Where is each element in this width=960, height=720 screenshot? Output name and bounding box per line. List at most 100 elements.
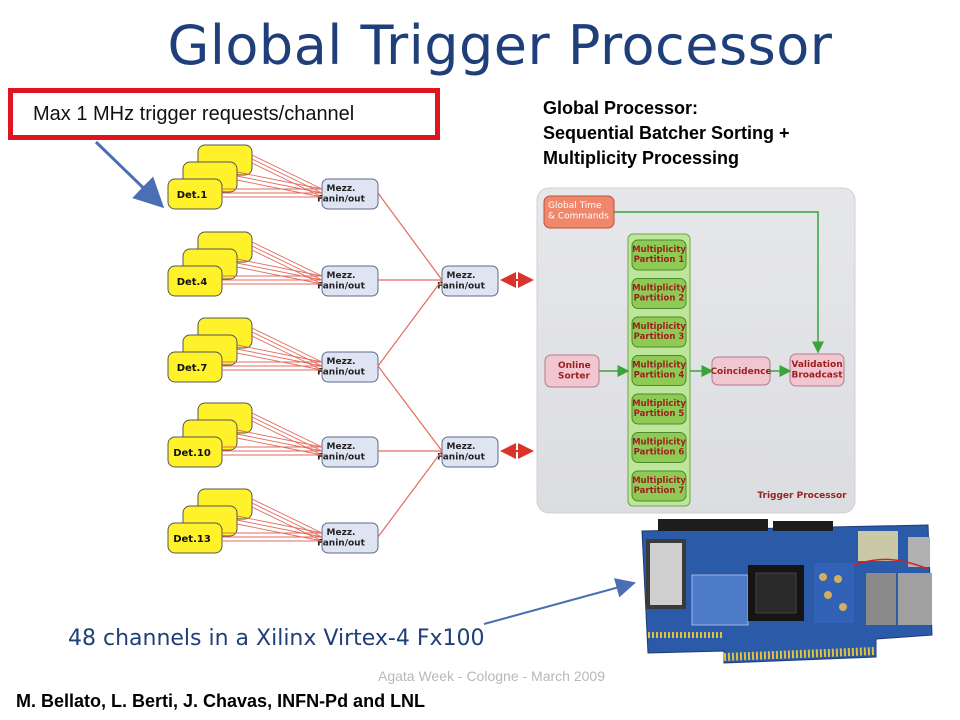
trigger-processor-caption: Trigger Processor — [757, 491, 847, 501]
mezz-box — [321, 351, 379, 383]
detector-box — [167, 436, 223, 468]
edge-det-mezz — [251, 335, 323, 371]
edge-det-mezz — [251, 154, 323, 190]
edge-det-mezz — [251, 412, 323, 448]
mezz-fanin-first-4: Mezz.Fanin/out — [317, 436, 379, 468]
global-time-label: Global Time& Commands — [548, 201, 609, 221]
edge-det-mezz — [236, 258, 323, 277]
edge-det-mezz — [251, 158, 323, 194]
detector-box — [167, 351, 223, 383]
edge-det-mezz — [236, 348, 323, 367]
mezz-fanin-first-3: Mezz.Fanin/out — [317, 351, 379, 383]
mezz-label: Mezz.Fanin/out — [317, 271, 365, 291]
detector-stack-5: Det.13 — [167, 488, 253, 554]
detector-label: Det.4 — [177, 277, 208, 288]
edge-det-mezz — [251, 241, 323, 277]
callout-text: Max 1 MHz trigger requests/channel — [33, 103, 355, 125]
partition-box — [631, 393, 687, 425]
edge-det-mezz — [251, 327, 323, 363]
xilinx-board-image — [641, 519, 933, 664]
partition-box — [631, 316, 687, 348]
edge-mezz-mezz — [377, 450, 443, 538]
edge-det-mezz — [251, 498, 323, 534]
edge-det-mezz — [236, 171, 323, 190]
mezz-label: Mezz.Fanin/out — [317, 528, 365, 548]
detector-stack-3: Det.7 — [167, 317, 253, 383]
edge-det-mezz — [236, 262, 323, 281]
global-processor-line-3: Multiplicity Processing — [543, 148, 740, 168]
global-processor-heading: Global Processor: Sequential Batcher Sor… — [543, 96, 790, 171]
mezz-fanin-first-5: Mezz.Fanin/out — [317, 522, 379, 554]
edge-det-mezz — [251, 416, 323, 452]
partition-box — [631, 355, 687, 386]
page-title: Global Trigger Processor — [167, 14, 833, 77]
edge-mezz-mezz — [377, 365, 443, 452]
callout-arrow — [94, 140, 165, 209]
edge-det-mezz — [236, 523, 323, 542]
detector-stack-1: Det.1 — [167, 144, 253, 210]
edge-det-mezz — [236, 437, 323, 456]
detector-box — [167, 178, 223, 210]
partition-box — [631, 239, 687, 271]
mezz-fanin-second-2: Mezz.Fanin/out — [437, 436, 499, 468]
callout-box: Max 1 MHz trigger requests/channel — [8, 88, 440, 140]
mezz-label: Mezz.Fanin/out — [317, 442, 365, 462]
edge-det-mezz — [251, 331, 323, 367]
edge-det-mezz — [236, 429, 323, 448]
mezz-fanin-first-2: Mezz.Fanin/out — [317, 265, 379, 297]
edge-det-mezz — [251, 245, 323, 281]
detector-box — [167, 265, 223, 297]
mezz-label: Mezz.Fanin/out — [437, 442, 485, 462]
detector-label: Det.1 — [177, 190, 208, 201]
edge-det-mezz — [236, 515, 323, 534]
detector-stack-4: Det.10 — [167, 402, 253, 468]
partition-box — [631, 432, 687, 463]
edge-det-mezz — [251, 502, 323, 538]
edge-det-mezz — [236, 352, 323, 371]
mezz-label: Mezz.Fanin/out — [437, 271, 485, 291]
edge-det-mezz — [236, 519, 323, 538]
footer-text: Agata Week - Cologne - March 2009 — [378, 668, 605, 684]
detector-label: Det.13 — [173, 534, 211, 545]
coincidence-label: Coincidence — [710, 367, 771, 377]
edge-det-mezz — [236, 344, 323, 363]
edge-mezz-mezz — [377, 192, 443, 281]
mezz-box — [321, 265, 379, 297]
detector-label: Det.7 — [177, 363, 208, 374]
edge-mezz-mezz — [377, 279, 443, 367]
edge-det-mezz — [251, 249, 323, 285]
mezz-label: Mezz.Fanin/out — [317, 357, 365, 377]
mezz-box — [321, 522, 379, 554]
global-time-link — [614, 211, 824, 354]
detector-label: Det.10 — [173, 448, 211, 459]
global-processor-line-1: Global Processor: — [543, 98, 699, 118]
channels-caption: 48 channels in a Xilinx Virtex-4 Fx100 — [68, 626, 485, 651]
board-arrow — [483, 578, 636, 625]
detector-box — [167, 522, 223, 554]
global-processor-line-2: Sequential Batcher Sorting + — [543, 123, 790, 143]
edge-det-mezz — [251, 506, 323, 542]
edge-det-mezz — [236, 175, 323, 194]
edge-det-mezz — [236, 433, 323, 452]
edge-det-mezz — [236, 179, 323, 198]
mezz-label: Mezz.Fanin/out — [317, 184, 365, 204]
